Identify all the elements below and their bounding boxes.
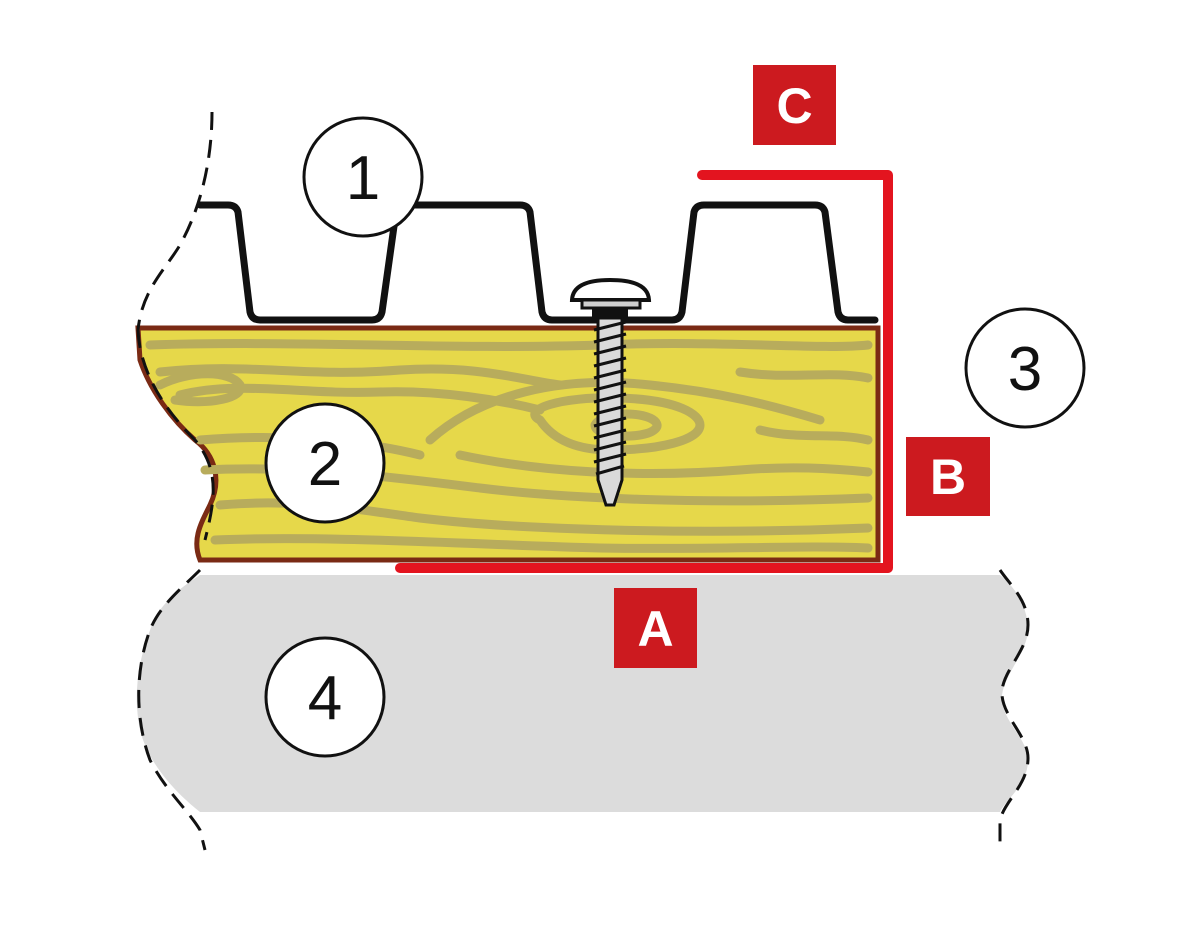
callout-2: 2 <box>264 402 386 524</box>
tag-a-label: A <box>637 601 673 657</box>
tag-b-box <box>906 437 990 516</box>
left-break-line-top <box>136 111 214 331</box>
tag-a-box <box>614 588 697 668</box>
callout-4-label: 4 <box>308 664 342 733</box>
right-break-line-wall <box>998 569 1030 850</box>
left-break-line-wall <box>137 568 207 851</box>
metal-sheet-profile <box>196 201 879 324</box>
callout-1-label: 1 <box>346 144 380 213</box>
tag-c-box <box>753 65 836 145</box>
callout-3: 3 <box>964 307 1086 429</box>
wall-block <box>136 575 1029 812</box>
break-lines <box>136 111 1030 851</box>
callout-1: 1 <box>302 116 424 238</box>
tag-c: C <box>753 65 836 145</box>
callout-3-circle <box>964 307 1086 429</box>
callout-1-circle <box>302 116 424 238</box>
callout-2-label: 2 <box>308 430 342 499</box>
tag-c-label: C <box>776 78 812 134</box>
callout-4-circle <box>264 636 386 758</box>
callout-2-circle <box>264 402 386 524</box>
screw-icon <box>569 277 652 507</box>
callout-4: 4 <box>264 636 386 758</box>
tag-b: B <box>906 437 990 516</box>
tag-b-label: B <box>930 449 966 505</box>
red-flashing <box>395 170 893 573</box>
wood-board <box>135 325 881 563</box>
callout-3-label: 3 <box>1008 335 1042 404</box>
left-break-line-wood <box>136 329 215 541</box>
tag-a: A <box>614 588 697 668</box>
